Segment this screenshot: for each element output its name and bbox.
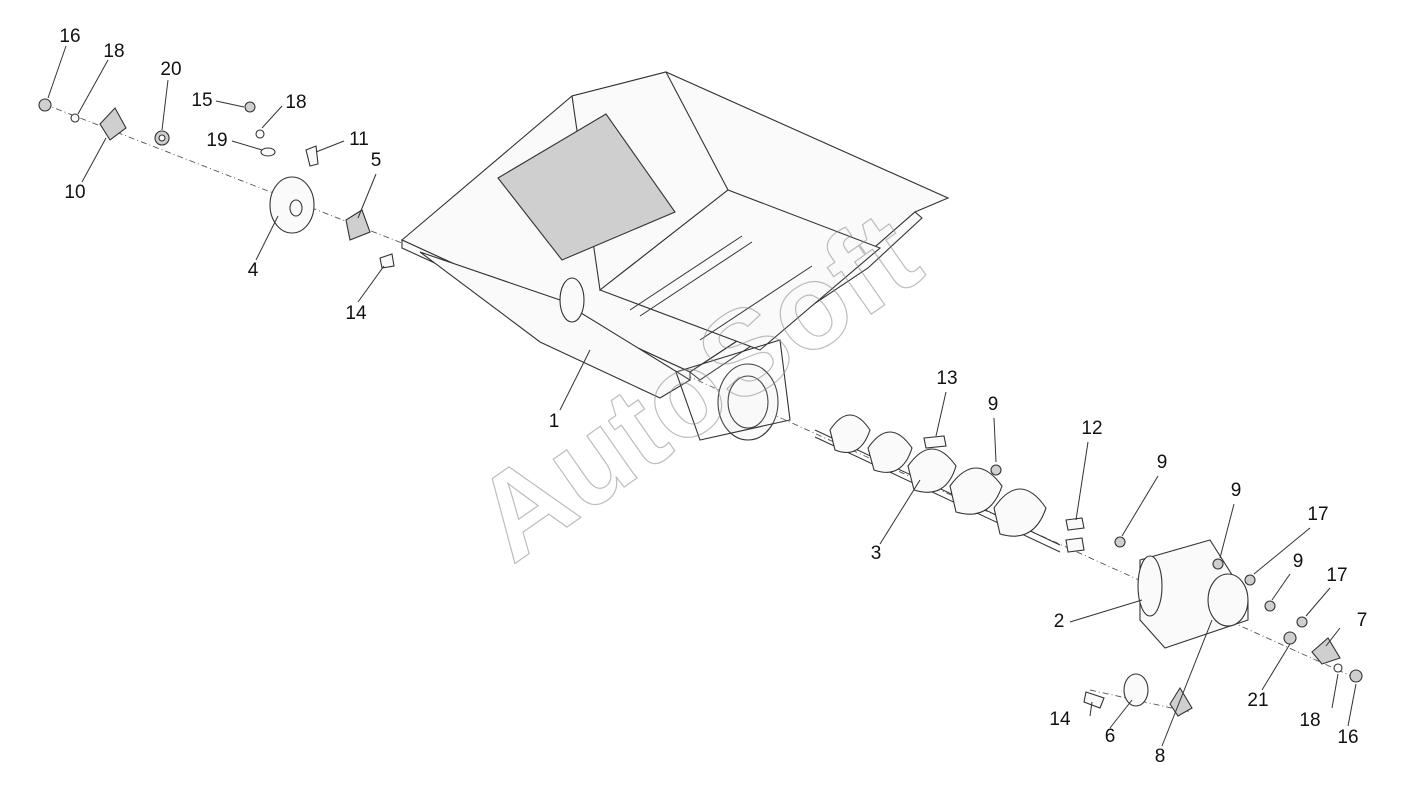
callout-5: 5 — [371, 150, 382, 171]
callout-6: 6 — [1105, 726, 1116, 747]
callout-8: 8 — [1155, 746, 1166, 767]
callout-9: 9 — [1231, 480, 1242, 501]
callout-18: 18 — [285, 92, 306, 113]
callout-3: 3 — [871, 543, 882, 564]
callout-13: 13 — [936, 368, 957, 389]
callout-19: 19 — [206, 130, 227, 151]
auger-housing-cap — [1137, 539, 1249, 649]
callout-12: 12 — [1081, 418, 1102, 439]
callout-17: 17 — [1326, 565, 1347, 586]
callout-14: 14 — [1049, 709, 1071, 730]
leader-lines — [47, 45, 1357, 747]
callout-9: 9 — [1293, 551, 1304, 572]
callout-18: 18 — [1299, 710, 1320, 731]
callout-labels: 16 18 20 15 18 19 11 10 5 4 14 1 13 9 12… — [59, 26, 1367, 767]
callout-1: 1 — [549, 411, 560, 432]
callout-2: 2 — [1054, 611, 1065, 632]
callout-7: 7 — [1357, 610, 1368, 631]
callout-20: 20 — [160, 59, 181, 80]
callout-16: 16 — [1337, 727, 1358, 748]
callout-9: 9 — [1157, 452, 1168, 473]
callout-15: 15 — [191, 90, 212, 111]
callout-9: 9 — [988, 394, 999, 415]
callout-17: 17 — [1307, 504, 1328, 525]
auger — [814, 414, 1061, 553]
callout-4: 4 — [248, 260, 259, 281]
callout-16: 16 — [59, 26, 80, 47]
callout-10: 10 — [64, 182, 85, 203]
callout-11: 11 — [349, 129, 369, 150]
hopper-frame — [400, 71, 950, 441]
hardware-parts — [38, 98, 1363, 717]
callout-21: 21 — [1247, 690, 1268, 711]
callout-14: 14 — [345, 303, 367, 324]
callout-18: 18 — [103, 41, 124, 62]
